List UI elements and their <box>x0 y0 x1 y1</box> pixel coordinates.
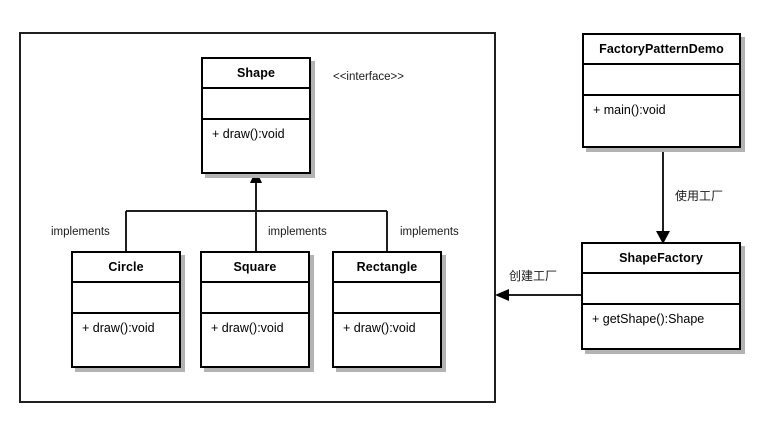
class-operations-factorypatterndemo: + main():void <box>593 103 666 117</box>
class-name-shape: Shape <box>203 59 309 89</box>
class-name-square: Square <box>202 253 308 283</box>
class-box-rectangle[interactable]: Rectangle + draw():void <box>332 251 442 368</box>
class-attributes-shape <box>203 89 309 120</box>
shape-package-group <box>19 32 496 403</box>
class-name-factorypatterndemo: FactoryPatternDemo <box>584 35 739 65</box>
edge-label-implements-rectangle: implements <box>400 226 459 238</box>
class-attributes-factorypatterndemo <box>584 65 739 96</box>
class-operations-shapefactory: + getShape():Shape <box>592 312 705 326</box>
edge-label-implements-circle: implements <box>51 226 110 238</box>
stereotype-interface: <<interface>> <box>333 71 404 83</box>
class-operations-shape: + draw():void <box>212 127 285 141</box>
class-box-shape[interactable]: Shape + draw():void <box>201 57 311 174</box>
edge-label-use-factory: 使用工厂 <box>675 189 724 203</box>
class-attributes-circle <box>73 283 179 314</box>
class-operations-square: + draw():void <box>211 321 284 335</box>
edge-label-create-factory: 创建工厂 <box>509 269 558 283</box>
class-operations-circle: + draw():void <box>82 321 155 335</box>
class-attributes-square <box>202 283 308 314</box>
class-box-circle[interactable]: Circle + draw():void <box>71 251 181 368</box>
uses-factory-connector <box>656 152 670 244</box>
class-box-factorypatterndemo[interactable]: FactoryPatternDemo + main():void <box>582 33 741 148</box>
creates-factory-connector <box>495 289 581 301</box>
class-name-rectangle: Rectangle <box>334 253 440 283</box>
class-operations-rectangle: + draw():void <box>343 321 416 335</box>
edge-label-implements-square: implements <box>268 226 327 238</box>
class-box-shapefactory[interactable]: ShapeFactory + getShape():Shape <box>581 242 741 350</box>
class-box-square[interactable]: Square + draw():void <box>200 251 310 368</box>
class-attributes-rectangle <box>334 283 440 314</box>
class-attributes-shapefactory <box>583 274 739 305</box>
class-name-circle: Circle <box>73 253 179 283</box>
class-name-shapefactory: ShapeFactory <box>583 244 739 274</box>
